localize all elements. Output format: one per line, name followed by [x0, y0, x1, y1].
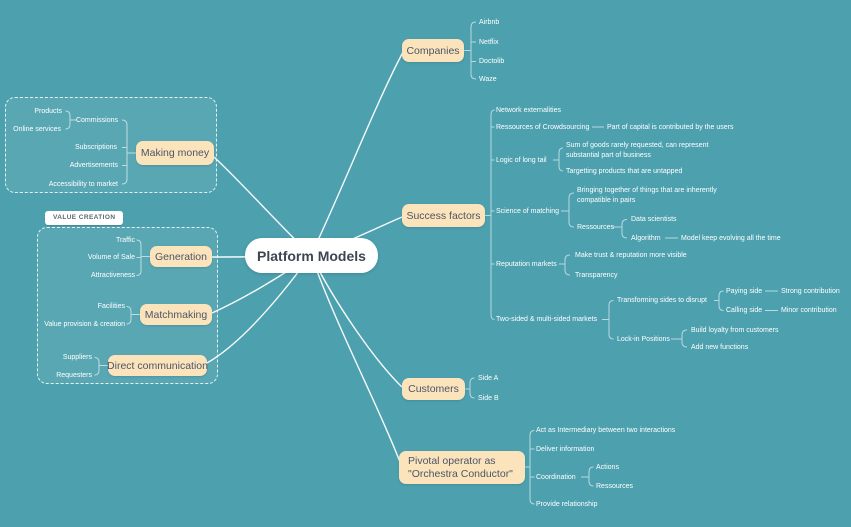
topic-reputation-markets[interactable]: Reputation markets [496, 261, 557, 268]
topic-data-scientists[interactable]: Data scientists [631, 216, 677, 223]
edge-center-customers [310, 254, 403, 388]
topic-commissions[interactable]: Commissions [75, 117, 118, 124]
topic-model-keep-evolving[interactable]: Model keep evolving all the time [681, 235, 781, 242]
direct-children-bracket [94, 357, 108, 376]
topic-waze[interactable]: Waze [479, 76, 497, 83]
topic-facilities[interactable]: Facilities [97, 303, 125, 310]
topic-matching-ressources[interactable]: Ressources [577, 224, 614, 231]
topic-calling-side[interactable]: Calling side [726, 307, 763, 314]
topic-targetting-products[interactable]: Targetting products that are untapped [566, 168, 683, 175]
topic-suppliers[interactable]: Suppliers [62, 354, 92, 361]
topic-coordination-ressources[interactable]: Ressources [596, 483, 633, 490]
generation-children-bracket [136, 239, 150, 276]
topic-paying-side[interactable]: Paying side [726, 288, 763, 295]
topic-sum-of-goods[interactable]: Sum of goods rarely requested, can repre… [566, 142, 709, 159]
topic-generation[interactable]: Generation [150, 246, 212, 267]
topic-algorithm[interactable]: Algorithm [631, 235, 661, 242]
companies-children-bracket [464, 21, 477, 80]
topic-logic-of-long-tail[interactable]: Logic of long tail [496, 157, 547, 164]
topic-act-as-intermediary[interactable]: Act as Intermediary between two interact… [536, 427, 676, 434]
transforming-children-bracket [714, 290, 724, 311]
ressources-children-bracket [612, 219, 628, 239]
matching-children-bracket [561, 192, 575, 228]
topic-making-money[interactable]: Making money [136, 141, 214, 165]
topic-strong-contribution[interactable]: Strong contribution [781, 288, 840, 295]
lockin-children-bracket [671, 329, 688, 348]
commissions-children-bracket [65, 110, 77, 130]
topic-accessibility-to-market[interactable]: Accessibility to market [48, 181, 118, 188]
topic-make-trust-visible[interactable]: Make trust & reputation more visible [575, 252, 687, 259]
topic-companies[interactable]: Companies [402, 39, 464, 62]
topic-minor-contribution[interactable]: Minor contribution [781, 307, 837, 314]
topic-deliver-information[interactable]: Deliver information [536, 446, 595, 453]
topic-side-a[interactable]: Side A [478, 375, 499, 382]
topic-build-loyalty[interactable]: Build loyalty from customers [691, 327, 779, 334]
topic-science-of-matching[interactable]: Science of matching [496, 208, 560, 215]
topic-matchmaking[interactable]: Matchmaking [140, 304, 212, 325]
making-money-children-bracket [121, 119, 136, 185]
twosided-children-bracket [602, 300, 614, 340]
pivotal-children-bracket [525, 430, 535, 505]
topic-bringing-together[interactable]: Bringing together of things that are inh… [577, 187, 717, 204]
topic-provide-relationship[interactable]: Provide relationship [536, 501, 598, 508]
topic-direct-communication[interactable]: Direct communication [107, 355, 208, 376]
topic-pivotal-operator[interactable]: Pivotal operator as "Orchestra Conductor… [399, 451, 525, 484]
topic-value-provision[interactable]: Value provision & creation [44, 321, 125, 328]
topic-requesters[interactable]: Requesters [56, 372, 92, 379]
topic-traffic[interactable]: Traffic [115, 237, 135, 244]
topic-side-b[interactable]: Side B [478, 395, 499, 402]
topic-two-sided-markets[interactable]: Two-sided & multi-sided markets [496, 316, 598, 323]
topic-actions[interactable]: Actions [596, 464, 619, 471]
topic-platform-models[interactable]: Platform Models [245, 238, 378, 273]
topic-netflix[interactable]: Netflix [479, 39, 499, 46]
topic-attractiveness[interactable]: Attractiveness [91, 272, 135, 279]
topic-products[interactable]: Products [34, 108, 62, 115]
topic-volume-of-sale[interactable]: Volume of Sale [87, 254, 135, 261]
matchmaking-children-bracket [126, 306, 140, 325]
topic-add-new-functions[interactable]: Add new functions [691, 344, 749, 351]
value-creation-group-label[interactable]: VALUE CREATION [45, 211, 124, 225]
topic-transparency[interactable]: Transparency [575, 272, 618, 279]
topic-lock-in-positions[interactable]: Lock-in Positions [617, 336, 670, 343]
success-children-bracket [485, 109, 495, 320]
coordination-children-bracket [581, 466, 594, 487]
topic-airbnb[interactable]: Airbnb [479, 19, 500, 26]
topic-success-factors[interactable]: Success factors [402, 204, 485, 227]
topic-online-services[interactable]: Online services [13, 126, 61, 133]
edge-center-pivotal-operator [310, 254, 401, 463]
topic-ressources-of-crowdsourcing[interactable]: Ressources of Crowdsourcing [496, 124, 590, 131]
topic-transforming-sides[interactable]: Transforming sides to disrupt [617, 297, 707, 304]
reputation-children-bracket [559, 254, 571, 276]
topic-doctolib[interactable]: Doctolib [479, 58, 505, 65]
customers-children-bracket [465, 377, 475, 399]
topic-network-externalities[interactable]: Network externalities [496, 107, 561, 114]
edge-center-companies [310, 51, 404, 256]
longtail-children-bracket [553, 147, 564, 172]
topic-subscriptions[interactable]: Subscriptions [74, 144, 117, 151]
topic-part-of-capital[interactable]: Part of capital is contributed by the us… [607, 124, 734, 131]
topic-coordination[interactable]: Coordination [536, 474, 576, 481]
topic-customers[interactable]: Customers [402, 378, 465, 400]
topic-advertisements[interactable]: Advertisements [69, 162, 118, 169]
